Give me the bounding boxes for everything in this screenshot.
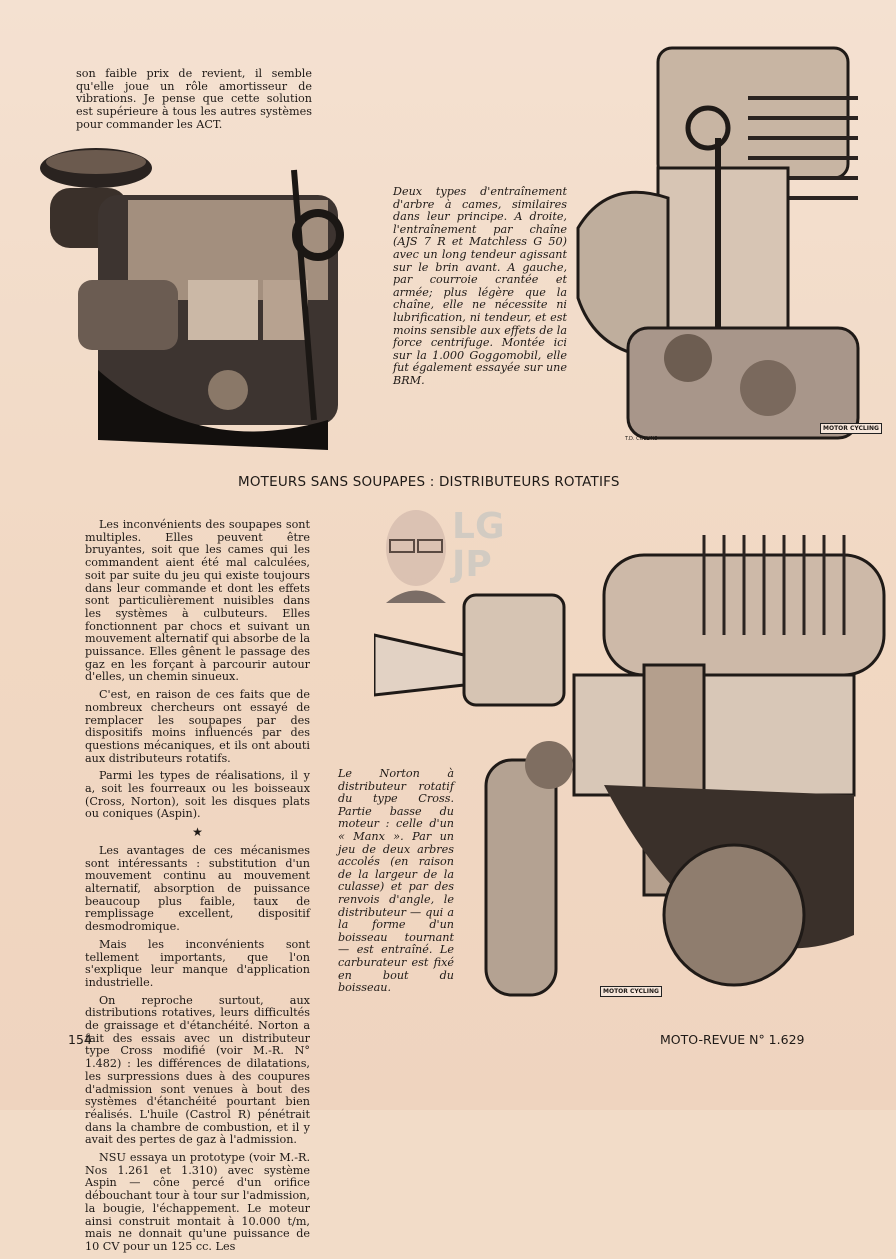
credit-bottom: MOTOR CYCLING	[600, 986, 662, 997]
top-text: son faible prix de revient, il semble qu…	[76, 67, 312, 131]
top-text-block: son faible prix de revient, il semble qu…	[76, 67, 312, 137]
caption-bottom: Le Norton à distributeur rotatif du type…	[338, 767, 454, 995]
magazine-issue: MOTO-REVUE N° 1.629	[660, 1032, 805, 1047]
caption-bottom-block: Le Norton à distributeur rotatif du type…	[338, 767, 454, 995]
article-column: Les inconvénients des soupapes sont mult…	[85, 518, 310, 1259]
belt-drive-engine-illustration	[40, 148, 344, 450]
paragraph: NSU essaya un prototype (voir M.-R. Nos …	[85, 1151, 310, 1253]
watermark-portrait	[386, 510, 446, 603]
artist-signature-top: T.D. COLLINS	[625, 436, 658, 442]
section-separator-star: ★	[192, 825, 203, 840]
watermark-text: LG JP	[452, 506, 505, 585]
chain-drive-engine-illustration	[576, 46, 860, 440]
credit-top: MOTOR CYCLING	[820, 423, 882, 434]
norton-rotary-valve-engine-illustration	[374, 535, 886, 997]
paragraph: C'est, en raison de ces faits que de nom…	[85, 688, 310, 765]
paragraph: Les avantages de ces mécanismes sont int…	[85, 843, 310, 934]
caption-top: Deux types d'entraînement d'arbre à came…	[393, 185, 567, 387]
section-heading: MOTEURS SANS SOUPAPES : DISTRIBUTEURS RO…	[238, 474, 620, 490]
paragraph: Parmi les types de réalisations, il y a,…	[85, 769, 310, 821]
paragraph: Mais les inconvénients sont tellement im…	[85, 937, 310, 989]
paragraph: On reproche surtout, aux distributions r…	[85, 993, 310, 1147]
page-number: 154	[68, 1032, 92, 1047]
paragraph: Les inconvénients des soupapes sont mult…	[85, 518, 310, 684]
caption-top-block: Deux types d'entraînement d'arbre à came…	[393, 185, 567, 388]
